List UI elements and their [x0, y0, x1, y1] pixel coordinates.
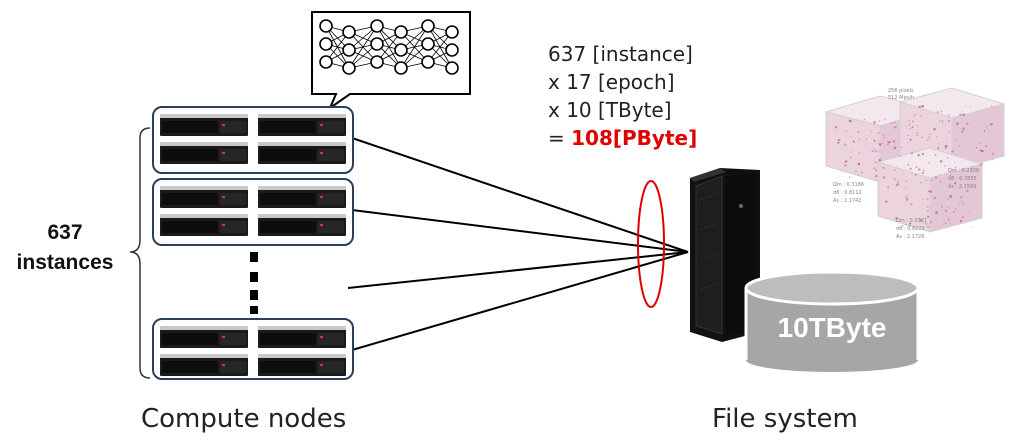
formula-total-line: = 108[PByte] — [548, 124, 697, 152]
nn-node — [370, 37, 384, 51]
nn-node — [394, 61, 408, 75]
server-unit-icon — [160, 214, 248, 236]
formula-total: 108[PByte] — [571, 126, 698, 150]
svg-text:256 pixels: 256 pixels — [888, 88, 914, 94]
connection-line — [351, 209, 689, 253]
svg-text:As : 2.1726: As : 2.1726 — [896, 234, 924, 240]
file-system-caption: File system — [712, 404, 858, 434]
ellipsis-dots — [250, 252, 258, 314]
nn-node — [319, 55, 333, 69]
bandwidth-ellipse — [637, 180, 665, 308]
server-unit-icon — [160, 354, 248, 376]
nn-node — [421, 19, 435, 33]
server-unit-icon — [160, 186, 248, 208]
nn-node — [445, 43, 459, 57]
connection-line — [347, 251, 689, 289]
server-unit-icon — [160, 326, 248, 348]
svg-text:512 Mpc/h: 512 Mpc/h — [888, 95, 914, 101]
formula-line-2: x 17 [epoch] — [548, 70, 675, 94]
storage-cylinder — [744, 270, 920, 372]
formula-prefix: = — [548, 126, 572, 150]
connection-lines — [347, 137, 689, 351]
storage-capacity-label: 10TByte — [777, 312, 887, 343]
server-unit-icon — [160, 114, 248, 136]
server-unit-icon — [258, 354, 346, 376]
nn-node — [319, 37, 333, 51]
svg-text:As : 2.1599: As : 2.1599 — [948, 184, 976, 190]
svg-text:σ8 : 0.8273: σ8 : 0.8273 — [896, 226, 925, 232]
server-unit-icon — [258, 114, 346, 136]
nn-node — [342, 43, 356, 57]
connection-line — [351, 251, 689, 351]
nn-node — [421, 37, 435, 51]
nn-node — [370, 55, 384, 69]
nn-node — [445, 61, 459, 75]
instances-text: instances — [16, 251, 114, 274]
formula-line-3: x 10 [TByte] — [548, 98, 672, 122]
server-unit-icon — [258, 142, 346, 164]
connection-line — [351, 137, 689, 253]
nn-node — [421, 55, 435, 69]
nn-node — [445, 25, 459, 39]
server-unit-icon — [258, 326, 346, 348]
rack-icon — [690, 168, 760, 342]
server-unit-icon — [258, 186, 346, 208]
compute-nodes-caption: Compute nodes — [141, 404, 347, 434]
nn-node — [370, 19, 384, 33]
server-unit-icon — [160, 142, 248, 164]
svg-text:Ωm : 0.2708: Ωm : 0.2708 — [948, 168, 979, 174]
instances-label: 637 instances — [0, 218, 130, 278]
nn-node — [394, 43, 408, 57]
nn-node — [319, 19, 333, 33]
svg-text:As : 2.1742: As : 2.1742 — [833, 198, 861, 204]
data-volume-formula: 637 [instance] x 17 [epoch] x 10 [TByte]… — [548, 40, 697, 152]
instances-count: 637 — [47, 221, 83, 244]
nn-node — [342, 61, 356, 75]
neural-network-bubble — [311, 11, 471, 111]
formula-line-1: 637 [instance] — [548, 42, 693, 66]
nn-node — [342, 25, 356, 39]
svg-text:σ8 : 0.8112: σ8 : 0.8112 — [833, 190, 862, 196]
svg-text:σ8 : 0.7835: σ8 : 0.7835 — [948, 176, 977, 182]
instances-brace — [129, 127, 151, 379]
svg-text:Ωm : 0.3321: Ωm : 0.3321 — [896, 218, 927, 224]
server-unit-icon — [258, 214, 346, 236]
nn-node — [394, 25, 408, 39]
simulation-cubes: 256 pixels 512 Mpc/h Ωm : 0.3186 σ8 : 0.… — [824, 87, 1006, 240]
svg-text:Ωm : 0.3186: Ωm : 0.3186 — [833, 182, 864, 188]
